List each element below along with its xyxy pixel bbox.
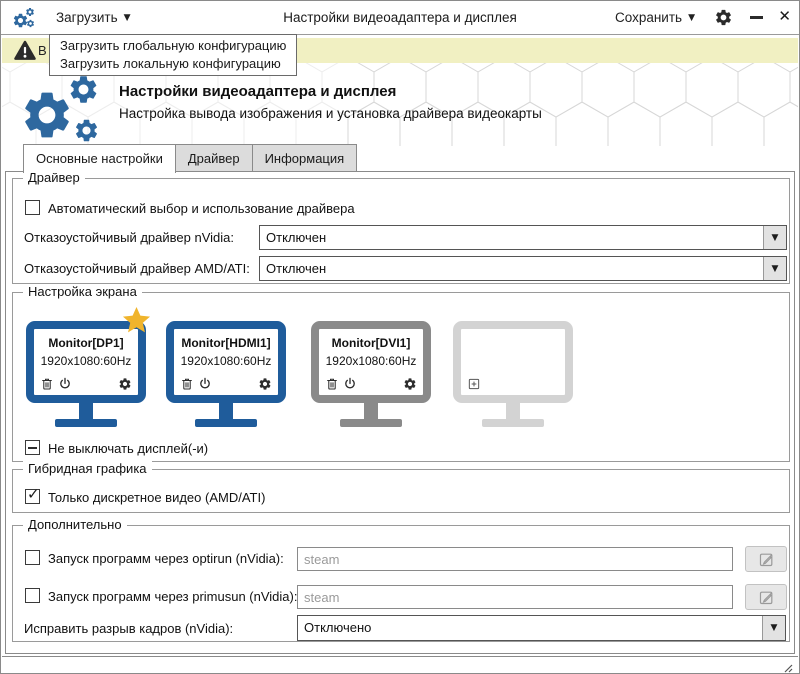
monitor-name: Monitor[DVI1] <box>331 336 411 350</box>
tearing-value: Отключено <box>304 620 372 635</box>
discrete-only-label: Только дискретное видео (AMD/ATI) <box>48 490 266 505</box>
screen-group-title: Настройка экрана <box>23 284 142 299</box>
primary-star-icon <box>122 306 151 335</box>
chevron-down-icon: ▼ <box>123 12 131 23</box>
chevron-down-icon: ▼ <box>771 263 779 274</box>
nvidia-failsafe-select[interactable]: Отключен ▼ <box>259 225 787 250</box>
combo-arrow-button[interactable]: ▼ <box>762 616 785 640</box>
trash-icon[interactable] <box>180 377 194 391</box>
optirun-label: Запуск программ через optirun (nVidia): <box>48 551 284 566</box>
load-menu-button[interactable]: Загрузить ▼ <box>56 1 131 34</box>
monitor-base <box>340 419 402 427</box>
tab-bar: Основные настройки Драйвер Информация <box>23 144 358 173</box>
monitor-dvi1[interactable]: Monitor[DVI1] 1920x1080:60Hz <box>311 321 431 427</box>
resize-grip-icon[interactable] <box>779 659 793 673</box>
monitor-name: Monitor[DP1] <box>48 336 124 350</box>
primusun-label: Запуск программ через primusun (nVidia): <box>48 589 298 604</box>
combo-arrow-button[interactable]: ▼ <box>763 226 786 249</box>
trash-icon[interactable] <box>325 377 339 391</box>
hybrid-group-title: Гибридная графика <box>23 461 152 476</box>
chevron-down-icon: ▼ <box>688 12 695 23</box>
monitor-frame: Monitor[DVI1] 1920x1080:60Hz <box>311 321 431 403</box>
optirun-checkbox[interactable] <box>25 550 40 565</box>
load-dropdown-menu: Загрузить глобальную конфигурацию Загруз… <box>49 34 298 76</box>
combo-arrow-button[interactable]: ▼ <box>763 257 786 280</box>
warning-text: В <box>38 43 47 58</box>
monitor-frame: Monitor[DP1] 1920x1080:60Hz <box>26 321 146 403</box>
power-icon[interactable] <box>343 377 357 391</box>
monitor-stand <box>364 403 378 419</box>
keep-display-on-label: Не выключать дисплей(-и) <box>48 441 209 456</box>
save-menu-button[interactable]: Сохранить ▼ <box>615 1 695 34</box>
load-menu-label: Загрузить <box>56 10 118 25</box>
settings-gear-button[interactable] <box>714 8 733 27</box>
pencil-icon <box>758 551 775 568</box>
add-monitor-icon[interactable] <box>467 377 481 391</box>
monitor-base <box>55 419 117 427</box>
monitor-stand <box>506 403 520 419</box>
monitor-mode: 1920x1080:60Hz <box>325 354 417 368</box>
power-icon[interactable] <box>198 377 212 391</box>
tab-driver[interactable]: Драйвер <box>175 144 253 171</box>
monitor-dp1[interactable]: Monitor[DP1] 1920x1080:60Hz <box>26 321 146 427</box>
optirun-command-input[interactable] <box>297 547 733 571</box>
app-gears-logo <box>17 71 117 147</box>
status-bar <box>2 656 798 673</box>
driver-group-title: Драйвер <box>23 170 85 185</box>
extras-group-title: Дополнительно <box>23 517 127 532</box>
monitor-mode: 1920x1080:60Hz <box>40 354 132 368</box>
amd-failsafe-select[interactable]: Отключен ▼ <box>259 256 787 281</box>
save-menu-label: Сохранить <box>614 10 683 25</box>
page-title: Настройки видеоадаптера и дисплея <box>119 83 397 100</box>
menu-item-load-global-config[interactable]: Загрузить глобальную конфигурацию <box>60 38 287 53</box>
primusun-edit-button[interactable] <box>745 584 787 610</box>
gear-icon[interactable] <box>403 377 417 391</box>
warning-triangle-icon <box>13 40 37 61</box>
gear-icon[interactable] <box>258 377 272 391</box>
keep-display-on-checkbox[interactable] <box>25 440 40 455</box>
optirun-edit-button[interactable] <box>745 546 787 572</box>
nvidia-failsafe-label: Отказоустойчивый драйвер nVidia: <box>24 230 234 245</box>
tab-main-settings[interactable]: Основные настройки <box>23 144 176 173</box>
monitor-name: Monitor[HDMI1] <box>181 336 271 350</box>
tearing-select[interactable]: Отключено ▼ <box>297 615 786 641</box>
chevron-down-icon: ▼ <box>771 232 779 243</box>
auto-driver-checkbox[interactable] <box>25 200 40 215</box>
close-button[interactable]: ✕ <box>778 7 791 25</box>
monitor-base <box>195 419 257 427</box>
monitor-stand <box>219 403 233 419</box>
page-subtitle: Настройка вывода изображения и установка… <box>119 106 542 121</box>
amd-failsafe-label: Отказоустойчивый драйвер AMD/ATI: <box>24 261 250 276</box>
monitor-mode: 1920x1080:60Hz <box>180 354 272 368</box>
title-bar: Загрузить ▼ Настройки видеоадаптера и ди… <box>1 1 799 35</box>
amd-failsafe-value: Отключен <box>266 261 327 276</box>
gear-icon[interactable] <box>118 377 132 391</box>
window-title: Настройки видеоадаптера и дисплея <box>283 10 517 25</box>
monitor-stand <box>79 403 93 419</box>
nvidia-failsafe-value: Отключен <box>266 230 327 245</box>
hybrid-groupbox: Гибридная графика <box>12 461 790 513</box>
chevron-down-icon: ▼ <box>770 623 778 633</box>
pencil-icon <box>758 589 775 606</box>
monitor-frame <box>453 321 573 403</box>
minimize-button[interactable] <box>750 16 763 19</box>
monitor-base <box>482 419 544 427</box>
tearing-label: Исправить разрыв кадров (nVidia): <box>24 621 234 636</box>
monitor-add-slot[interactable] <box>453 321 573 427</box>
power-icon[interactable] <box>58 377 72 391</box>
primusun-command-input[interactable] <box>297 585 733 609</box>
primusun-checkbox[interactable] <box>25 588 40 603</box>
auto-driver-label: Автоматический выбор и использование дра… <box>48 201 355 216</box>
menu-item-load-local-config[interactable]: Загрузить локальную конфигурацию <box>60 56 281 71</box>
monitor-hdmi1[interactable]: Monitor[HDMI1] 1920x1080:60Hz <box>166 321 286 427</box>
monitor-frame: Monitor[HDMI1] 1920x1080:60Hz <box>166 321 286 403</box>
tab-information[interactable]: Информация <box>252 144 358 171</box>
trash-icon[interactable] <box>40 377 54 391</box>
discrete-only-checkbox[interactable] <box>25 485 40 504</box>
